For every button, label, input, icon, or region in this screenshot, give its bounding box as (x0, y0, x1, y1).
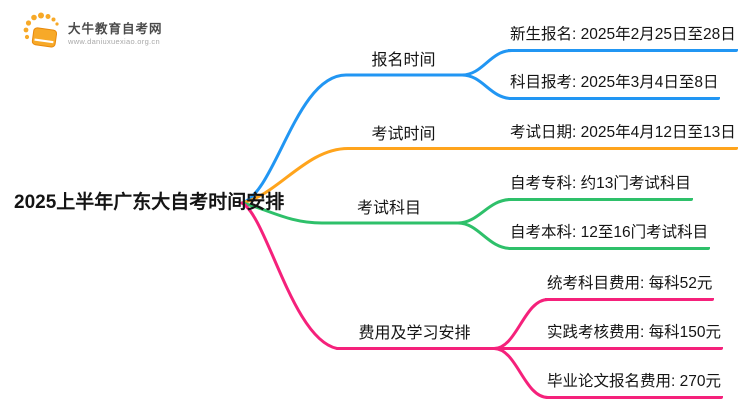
branch-label-registration-time: 报名时间 (371, 52, 436, 69)
leaf-associate-subjects: 自考专科: 约13门考试科目 (508, 173, 693, 201)
book-sunburst-icon (22, 10, 62, 57)
leaf-subject-registration: 科目报考: 2025年3月4日至8日 (508, 72, 721, 100)
branch-label-fees-study: 费用及学习安排 (358, 325, 471, 342)
leaf-bachelor-subjects: 自考本科: 12至16门考试科目 (508, 222, 711, 250)
branch-line-subjects (240, 201, 460, 225)
site-logo: 大牛教育自考网 www.daniuxuexiao.org.cn (22, 10, 163, 57)
leaf-practical-assessment-fee: 实践考核费用: 每科150元 (545, 322, 723, 350)
branch-line-registration (240, 73, 464, 205)
branch-line-fees (240, 201, 496, 350)
site-name: 大牛教育自考网 (68, 21, 163, 36)
branch-line-exam-time (240, 147, 515, 205)
branch-label-exam-subjects: 考试科目 (356, 200, 421, 217)
site-url: www.daniuxuexiao.org.cn (68, 36, 160, 46)
leaf-exam-date: 考试日期: 2025年4月12日至13日 (508, 122, 738, 150)
leaf-unified-exam-fee: 统考科目费用: 每科52元 (545, 273, 715, 301)
leaf-thesis-registration-fee: 毕业论文报名费用: 270元 (545, 371, 723, 399)
branch-label-exam-time: 考试时间 (371, 126, 436, 143)
branch-line-subjects-leaf1 (456, 198, 518, 225)
leaf-new-student-registration: 新生报名: 2025年2月25日至28日 (508, 24, 738, 52)
root-node-title: 2025上半年广东大自考时间安排 (14, 192, 285, 213)
